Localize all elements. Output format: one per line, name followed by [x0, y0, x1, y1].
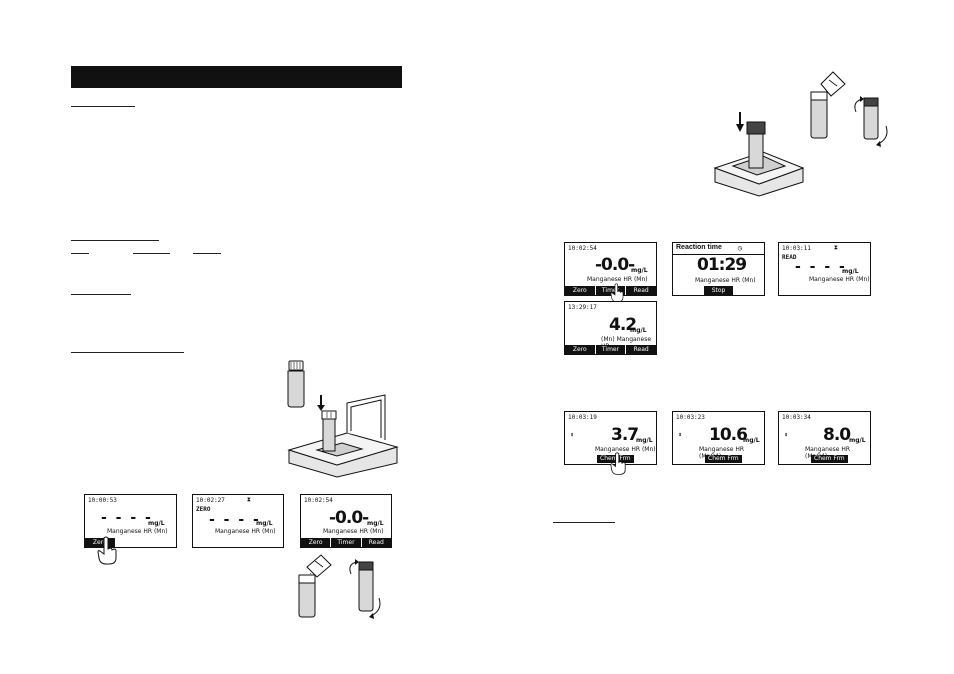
zero-softkey[interactable]: Zero — [301, 538, 331, 547]
header-divider — [673, 254, 764, 255]
screen-method: Manganese HR (Mn) — [323, 528, 384, 535]
screen-clock: 10:02:27 — [196, 497, 225, 504]
screen-method: Manganese HR (Mn) — [595, 446, 656, 453]
shake-cuvette-illustration — [349, 559, 381, 619]
blank-softkey — [146, 538, 176, 547]
subheading-underline-c — [193, 253, 221, 254]
read-softkey[interactable]: Read — [626, 286, 656, 295]
softkey-row: Zero Timer Read — [565, 345, 656, 354]
screen-method: Manganese HR (Mn) — [587, 276, 648, 283]
meter-screen-1: 10:00:53 - - - - mg/L Manganese HR (Mn) … — [84, 494, 177, 548]
meter-insertion-illustration — [287, 394, 399, 478]
screen-value: - - - - — [101, 510, 153, 526]
screen-value: 3.7 — [611, 425, 639, 445]
reagent-pour-illustration — [810, 71, 846, 139]
right-page: 10:02:54 -0.0- mg/L Manganese HR (Mn) Ze… — [477, 0, 954, 674]
up-down-arrows-icon: ⬍ — [784, 431, 789, 439]
heading-underline-5 — [553, 522, 615, 523]
chem-form-softkey[interactable]: Chem Frm — [811, 455, 848, 463]
meter-screen-3: 10:02:54 -0.0- mg/L Manganese HR (Mn) Ze… — [300, 494, 392, 548]
heading-underline-1 — [71, 106, 135, 107]
screen-mode: ZERO — [196, 506, 211, 513]
softkey-row: Zero — [85, 538, 176, 547]
pointing-hand-icon — [610, 283, 624, 302]
hourglass-icon: ⧗ — [833, 244, 838, 251]
hourglass-icon: ⧗ — [246, 496, 251, 503]
screen-value: 01:29 — [697, 255, 747, 275]
zero-softkey[interactable]: Zero — [85, 538, 115, 547]
screen-method: Manganese HR (Mn) — [215, 528, 276, 535]
meter-screen-4: 10:02:54 -0.0- mg/L Manganese HR (Mn) Ze… — [564, 242, 657, 296]
timer-softkey[interactable]: Timer — [595, 286, 626, 295]
meter-screen-7: 13:29:17 4.2 mg/L (Mn) Manganese HR Zero… — [564, 301, 657, 355]
left-page: 10:00:53 - - - - mg/L Manganese HR (Mn) … — [71, 66, 402, 619]
blank-softkey — [116, 538, 146, 547]
cuvette-illustration — [287, 360, 305, 408]
screen-value: - - - - — [795, 259, 847, 275]
reagent-pour-illustration — [298, 554, 332, 618]
screen-unit: mg/L — [148, 520, 165, 527]
chem-form-softkey[interactable]: Chem Frm — [705, 455, 742, 463]
screen-clock: 10:03:23 — [676, 414, 705, 421]
screen-unit: mg/L — [631, 267, 648, 274]
blank-softkey — [734, 286, 764, 295]
subheading-underline-a — [71, 253, 89, 254]
softkey-row: Stop — [673, 286, 764, 295]
softkey-row: Zero Timer Read — [301, 538, 391, 547]
screen-value: -0.0- — [595, 255, 635, 275]
screen-value: - - - - — [209, 512, 261, 528]
screen-method: Manganese HR (Mn) — [695, 277, 756, 284]
screen-clock: 10:03:11 — [782, 245, 811, 252]
screen-unit: mg/L — [636, 437, 653, 444]
screen-value: 8.0 — [823, 425, 851, 445]
screen-method: Manganese HR (Mn) — [809, 276, 870, 283]
screen-unit: mg/L — [630, 327, 647, 334]
meter-insertion-illustration — [713, 112, 805, 197]
screen-value: 10.6 — [709, 425, 748, 445]
meter-screen-10: 10:03:34 ⬍ 8.0 mg/L Manganese HR (MnO4) … — [778, 411, 871, 465]
clock-icon: ◷ — [737, 244, 742, 252]
screen-method: Manganese HR (Mn) — [107, 528, 168, 535]
heading-underline-4 — [71, 352, 184, 353]
screen-unit: mg/L — [256, 520, 273, 527]
timer-softkey[interactable]: Timer — [331, 538, 361, 547]
blank-softkey — [673, 286, 703, 295]
up-down-arrows-icon: ⬍ — [570, 431, 575, 439]
shake-cuvette-illustration — [854, 96, 888, 147]
screen-unit: mg/L — [743, 437, 760, 444]
section-title-bar — [71, 66, 402, 88]
meter-screen-6: 10:03:11 ⧗ READ - - - - mg/L Manganese H… — [778, 242, 871, 296]
screen-clock: 10:03:19 — [568, 414, 597, 421]
softkey-row: Zero Timer Read — [565, 286, 656, 295]
pointing-hand-icon — [97, 536, 117, 565]
stop-softkey[interactable]: Stop — [703, 286, 734, 295]
pointing-hand-icon — [610, 452, 626, 475]
screen-clock: 10:02:54 — [304, 497, 333, 504]
subheading-underline-b — [133, 253, 170, 254]
timer-softkey[interactable]: Timer — [595, 345, 626, 354]
heading-underline-3 — [71, 294, 131, 295]
meter-screen-5: Reaction time ◷ 01:29 Manganese HR (Mn) … — [672, 242, 765, 296]
screen-value: 4.2 — [609, 315, 637, 335]
read-softkey[interactable]: Read — [626, 345, 656, 354]
heading-underline-2 — [71, 240, 159, 241]
screen-clock: 10:00:53 — [88, 497, 117, 504]
screen-header: Reaction time — [676, 244, 722, 251]
screen-clock: 10:02:54 — [568, 245, 597, 252]
meter-screen-2: 10:02:27 ⧗ ZERO - - - - mg/L Manganese H… — [192, 494, 284, 548]
screen-unit: mg/L — [849, 437, 866, 444]
screen-clock: 10:03:34 — [782, 414, 811, 421]
read-softkey[interactable]: Read — [361, 538, 391, 547]
screen-value: -0.0- — [329, 508, 369, 528]
zero-softkey[interactable]: Zero — [565, 286, 595, 295]
up-down-arrows-icon: ⬍ — [678, 431, 683, 439]
zero-softkey[interactable]: Zero — [565, 345, 595, 354]
screen-unit: mg/L — [842, 268, 859, 275]
screen-mode: READ — [782, 254, 797, 261]
meter-screen-9: 10:03:23 ⬍ 10.6 mg/L Manganese HR (MnO4)… — [672, 411, 765, 465]
screen-clock: 13:29:17 — [568, 304, 597, 311]
screen-unit: mg/L — [367, 520, 384, 527]
